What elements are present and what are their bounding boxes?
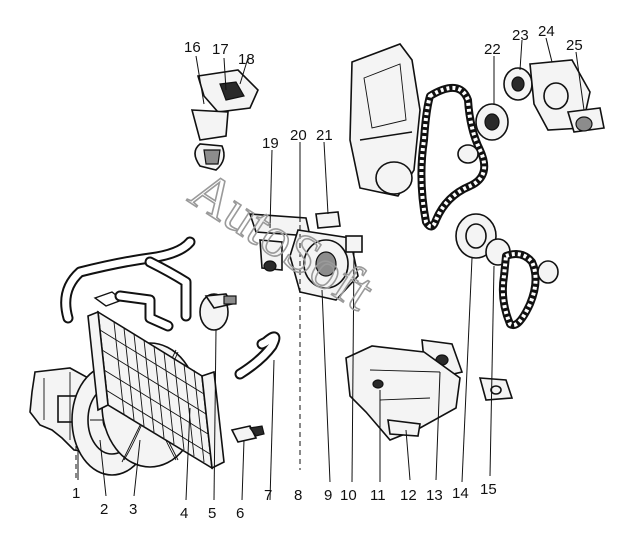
callout-4: 4 [180,505,188,522]
callout-9: 9 [324,487,332,504]
thermostat-housing-part [248,211,363,301]
callout-18: 18 [238,51,255,68]
callout-1: 1 [72,485,80,502]
timing-belt-part [417,84,489,231]
callout-7: 7 [264,487,272,504]
callout-2: 2 [100,501,108,518]
callout-13: 13 [426,487,443,504]
radiator-part [87,291,225,470]
callout-5: 5 [208,505,216,522]
callout-21: 21 [316,127,333,144]
camshaft-pulley-part [475,103,509,141]
leader-lines [77,37,585,501]
callout-17: 17 [212,41,229,58]
callout-14: 14 [452,485,469,502]
callout-22: 22 [484,41,501,58]
temperature-switch-part [230,425,265,443]
callout-25: 25 [566,37,583,54]
callout-23: 23 [512,27,529,44]
callout-15: 15 [480,481,497,498]
radiator-hose-part [60,236,281,380]
callout-24: 24 [538,23,555,40]
callout-19: 19 [262,135,279,152]
callout-6: 6 [236,505,244,522]
expansion-tank-cap-part [199,293,237,331]
callout-20: 20 [290,127,307,144]
callout-11: 11 [370,487,386,504]
water-pump-part [503,59,605,133]
lower-cover-part [345,345,461,441]
callout-10: 10 [340,487,357,504]
callout-3: 3 [129,501,137,518]
engine-mount-part [190,69,259,171]
callout-12: 12 [400,487,417,504]
auxiliary-belt-part [498,250,559,329]
callout-8: 8 [294,487,302,504]
callout-16: 16 [184,39,201,56]
callout-labels: 1 2 3 4 5 6 7 8 9 10 11 12 13 14 15 16 1… [72,23,583,522]
timing-cover-part [349,43,421,197]
